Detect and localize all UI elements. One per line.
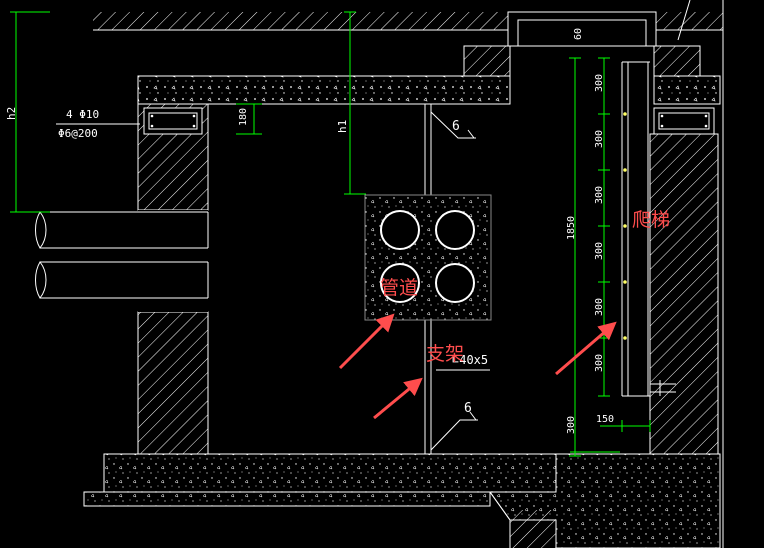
label-bracket: 支架 <box>426 343 464 365</box>
dim-300-2: 300 <box>594 130 605 148</box>
left-dimensions <box>10 11 366 213</box>
dim-300-4: 300 <box>594 242 605 260</box>
rebar-main: 4 Φ10 <box>66 108 99 121</box>
top-slab <box>137 75 721 105</box>
dim-300-3: 300 <box>594 186 605 204</box>
dim-1850: 1850 <box>566 216 577 240</box>
incoming-pipes <box>35 211 209 299</box>
weld-leaders <box>430 111 490 451</box>
dim-150: 150 <box>596 414 614 425</box>
label-ladder: 爬梯 <box>632 209 670 231</box>
dim-300-6: 300 <box>594 354 605 372</box>
weld-symbol-bottom: 6 <box>464 401 472 416</box>
bottom-slab <box>83 453 721 548</box>
ladder <box>621 61 676 397</box>
right-wall <box>649 133 719 455</box>
rebar-stirrup: Φ6@200 <box>58 127 98 140</box>
dim-h1: h1 <box>336 120 349 133</box>
label-pipeline: 管道 <box>380 277 418 299</box>
dim-300-1: 300 <box>594 74 605 92</box>
pipe-block <box>364 194 492 321</box>
dim-60: 60 <box>573 28 584 40</box>
dim-180: 180 <box>238 108 249 126</box>
annotation-arrows <box>338 313 617 420</box>
dim-h2: h2 <box>5 107 18 120</box>
break-line <box>677 0 691 41</box>
ring-beam-right <box>653 107 715 135</box>
ladder-rungs <box>623 112 627 340</box>
ladder-spacing-labels: 300 300 300 300 300 300 300 <box>566 74 605 434</box>
dim-300-7: 300 <box>566 416 577 434</box>
steel-angle-note: ∟40x5 <box>452 353 488 367</box>
dim-300-5: 300 <box>594 298 605 316</box>
weld-symbol-top: 6 <box>452 119 460 134</box>
left-wall <box>137 103 209 455</box>
ring-beam-left <box>143 107 203 135</box>
